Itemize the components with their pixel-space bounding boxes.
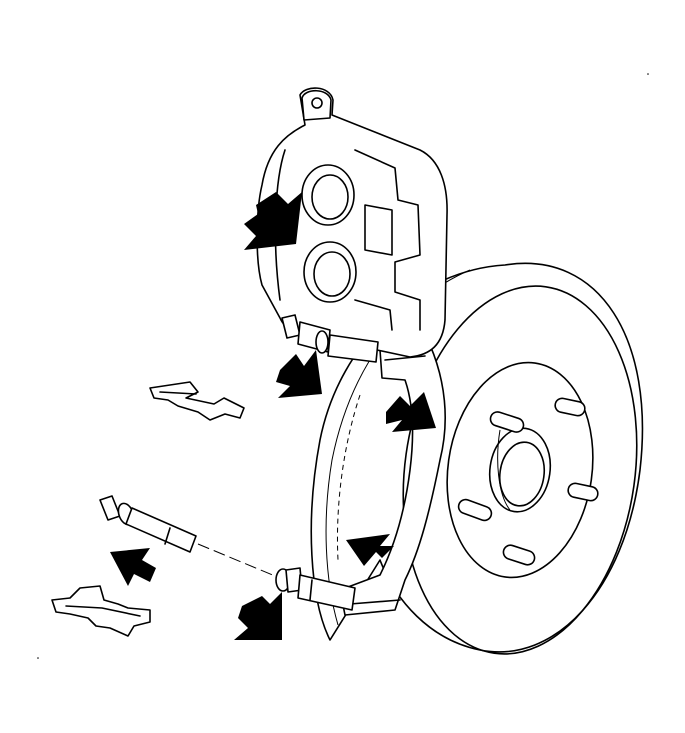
wheel-stud — [502, 544, 536, 566]
caliper-arrow — [244, 192, 302, 250]
wheel-stud — [554, 397, 586, 417]
wheel-stud — [567, 482, 599, 502]
upper-anti-rattle-clip — [149, 381, 245, 421]
wheel-stud — [489, 411, 525, 433]
wheel-stud — [457, 498, 493, 522]
lower-bolt-arrow — [234, 592, 282, 640]
guide-pin-arrow — [110, 548, 156, 586]
speck — [647, 73, 649, 75]
lower-anti-rattle-clip — [51, 585, 151, 637]
upper-bracket-arrow — [386, 392, 436, 432]
upper-guide-bolt — [281, 314, 379, 363]
guide-pin — [99, 495, 276, 577]
callout-arrows — [110, 192, 436, 640]
speck — [37, 657, 39, 659]
lower-bracket-arrow — [346, 534, 394, 566]
upper-bolt-arrow — [276, 350, 322, 398]
lower-guide-bolt — [275, 567, 356, 611]
wheel-studs — [457, 397, 599, 566]
